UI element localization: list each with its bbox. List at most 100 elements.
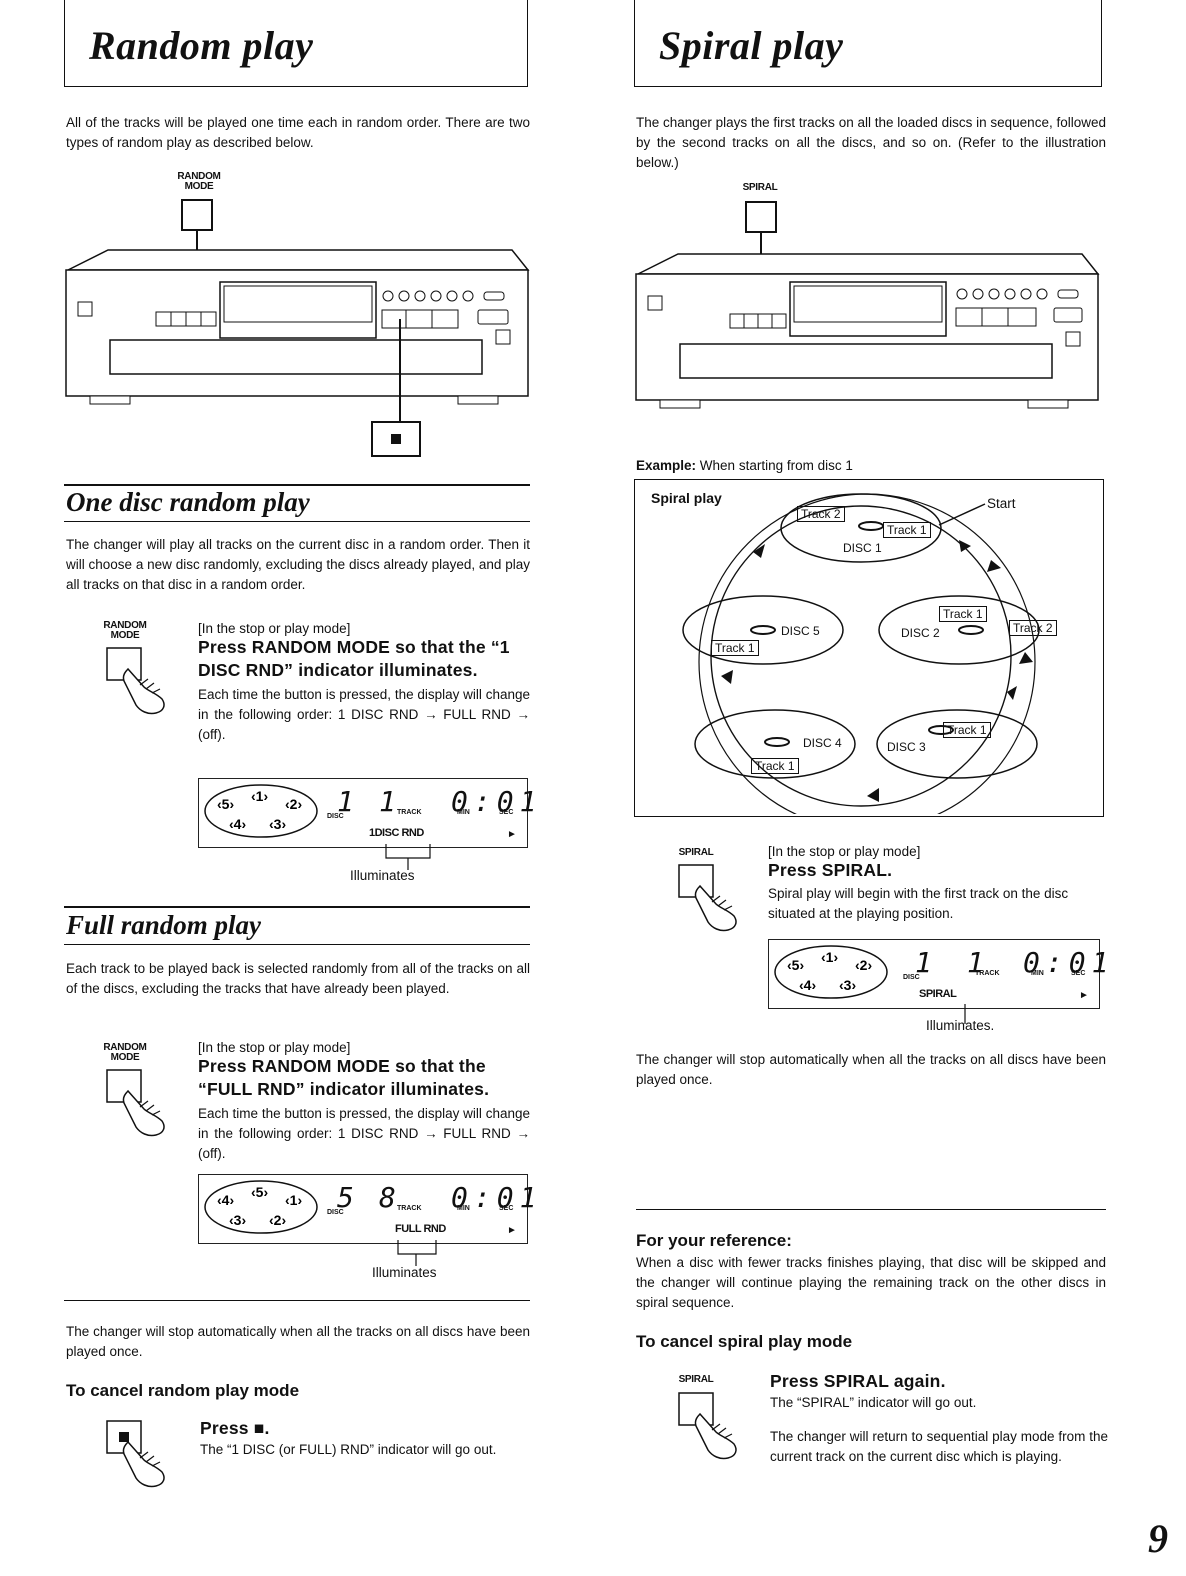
example-text: When starting from disc 1 xyxy=(699,458,853,473)
svg-text:‹4›: ‹4› xyxy=(229,816,246,832)
illuminates-caption: Illuminates xyxy=(350,868,415,883)
illuminates-bracket xyxy=(397,1240,437,1266)
reference-body: When a disc with fewer tracks finishes p… xyxy=(636,1255,1106,1310)
illuminates-caption: Illuminates xyxy=(372,1265,437,1280)
lcd-track-number: 8 xyxy=(379,1181,402,1214)
lcd-time: 0:01 xyxy=(451,1181,543,1214)
device-spiral-label: SPIRAL xyxy=(742,182,778,193)
lcd-label-sec: SEC xyxy=(499,809,514,816)
button-label-spiral: SPIRAL xyxy=(678,847,714,858)
hand-press-icon xyxy=(106,1069,165,1137)
section-rule xyxy=(64,1300,530,1301)
mode-note: [In the stop or play mode] xyxy=(768,844,921,859)
lcd-label-sec: SEC xyxy=(499,1205,514,1212)
lcd-indicator-spiral: SPIRAL xyxy=(919,988,957,1000)
cancel-spiral-detail-2: The changer will return to sequential pl… xyxy=(770,1429,1108,1464)
cancel-spiral-detail-1: The “SPIRAL” indicator will go out. xyxy=(770,1395,977,1410)
section-rule xyxy=(64,944,530,945)
illuminates-caption: Illuminates. xyxy=(926,1018,995,1033)
cancel-spiral-heading: To cancel spiral play mode xyxy=(636,1332,853,1351)
svg-text:‹3›: ‹3› xyxy=(839,977,856,993)
spiral-instruction-block: [In the stop or play mode] Press SPIRAL.… xyxy=(768,844,1106,924)
disc-5-label: DISC 5 xyxy=(781,624,820,638)
lcd-disc-number: 1 xyxy=(915,946,938,979)
illuminates-bracket xyxy=(385,844,431,870)
lcd-time: 0:01 xyxy=(451,785,543,818)
lcd-label-disc: DISC xyxy=(327,1209,344,1216)
lcd-disc-number: 1 xyxy=(337,785,360,818)
instruction-text: Press SPIRAL. xyxy=(768,860,893,880)
random-stop-note: The changer will stop automatically when… xyxy=(66,1324,530,1359)
disc-2-label: DISC 2 xyxy=(901,626,940,640)
track-2-tag: Track 2 xyxy=(1009,620,1057,636)
section-rule xyxy=(64,906,530,908)
spiral-stop-note: The changer will stop automatically when… xyxy=(636,1052,1106,1087)
section-rule xyxy=(636,1209,1106,1210)
hand-press-icon xyxy=(678,864,737,932)
spiral-path-graphic xyxy=(682,493,1040,814)
section-rule xyxy=(64,521,530,522)
full-random-instruction-block: [In the stop or play mode] Press RANDOM … xyxy=(198,1040,530,1164)
disc-carousel-icon: ‹4› ‹5› ‹1› ‹3› ‹2› xyxy=(204,1180,318,1234)
random-intro: All of the tracks will be played one tim… xyxy=(66,115,530,150)
instruction-text: Press RANDOM MODE so that the “1 DISC RN… xyxy=(198,637,510,680)
cancel-spiral-block: Press SPIRAL again. The “SPIRAL” indicat… xyxy=(770,1370,1108,1467)
lcd-display-one-disc: ‹5› ‹1› ‹2› ‹4› ‹3› 1 1 0:01 DISC TRACK … xyxy=(198,778,536,848)
instruction-detail: Each time the button is pressed, the dis… xyxy=(198,687,530,742)
mode-note: [In the stop or play mode] xyxy=(198,1040,351,1055)
spiral-diagram-title: Spiral play xyxy=(651,490,722,506)
lcd-indicator-full-rnd: FULL RND xyxy=(395,1223,446,1235)
disc-4-label: DISC 4 xyxy=(803,736,842,750)
track-2-tag: Track 2 xyxy=(797,506,845,522)
reference-heading: For your reference: xyxy=(636,1231,792,1250)
instruction-detail: Spiral play will begin with the first tr… xyxy=(768,886,1069,921)
lcd-display-spiral: ‹5› ‹1› ‹2› ‹4› ‹3› 1 1 0:01 DISC TRACK … xyxy=(768,939,1108,1009)
illuminates-pointer xyxy=(964,1004,966,1024)
lcd-label-track: TRACK xyxy=(975,970,1000,977)
track-1-tag: Track 1 xyxy=(943,722,991,738)
full-random-body: Each track to be played back is selected… xyxy=(66,961,530,996)
lcd-label-track: TRACK xyxy=(397,809,422,816)
disc-1-label: DISC 1 xyxy=(843,541,882,555)
lcd-indicator-1disc-rnd: 1DISC RND xyxy=(369,827,424,839)
svg-text:‹5›: ‹5› xyxy=(251,1184,268,1200)
lcd-track-number: 1 xyxy=(967,946,990,979)
disc-carousel-icon: ‹5› ‹1› ‹2› ‹4› ‹3› xyxy=(204,784,318,838)
lcd-label-sec: SEC xyxy=(1071,970,1086,977)
disc-carousel-icon: ‹5› ‹1› ‹2› ‹4› ‹3› xyxy=(774,945,888,999)
page-title-spiral-play: Spiral play xyxy=(659,23,844,68)
example-line: Example: When starting from disc 1 xyxy=(636,458,853,473)
lcd-display-full-random: ‹4› ‹5› ‹1› ‹3› ‹2› 5 8 0:01 DISC TRACK … xyxy=(198,1174,536,1244)
svg-text:‹2›: ‹2› xyxy=(285,796,302,812)
lcd-play-icon: ► xyxy=(507,1225,517,1236)
svg-text:‹5›: ‹5› xyxy=(787,957,804,973)
svg-text:‹4›: ‹4› xyxy=(799,977,816,993)
button-label-spiral: SPIRAL xyxy=(678,1374,714,1385)
hand-press-icon xyxy=(106,647,165,715)
right-title-box: Spiral play xyxy=(634,0,1102,87)
lcd-label-track: TRACK xyxy=(397,1205,422,1212)
cancel-random-heading: To cancel random play mode xyxy=(66,1381,300,1400)
one-disc-body: The changer will play all tracks on the … xyxy=(66,537,530,592)
lcd-disc-number: 5 xyxy=(337,1181,360,1214)
page-title-random-play: Random play xyxy=(89,23,314,68)
svg-text:‹4›: ‹4› xyxy=(217,1192,234,1208)
mode-note: [In the stop or play mode] xyxy=(198,621,351,636)
section-heading-one-disc: One disc random play xyxy=(66,487,310,517)
svg-text:‹3›: ‹3› xyxy=(269,816,286,832)
spiral-start-label: Start xyxy=(987,496,1016,511)
spiral-diagram: Spiral play Start Track 2 Track 1 DI xyxy=(634,479,1104,817)
one-disc-instruction-block: [In the stop or play mode] Press RANDOM … xyxy=(198,621,530,745)
device-random-mode-label: RANDOM MODE xyxy=(177,171,221,192)
cd-changer-illustration-left xyxy=(65,199,530,457)
cd-changer-illustration-right xyxy=(635,201,1100,409)
left-title-box: Random play xyxy=(64,0,528,87)
button-label-random-mode: RANDOM MODE xyxy=(103,620,147,641)
lcd-track-number: 1 xyxy=(379,785,402,818)
svg-text:‹1›: ‹1› xyxy=(251,788,268,804)
section-rule xyxy=(64,484,530,486)
track-1-tag: Track 1 xyxy=(939,606,987,622)
svg-text:‹2›: ‹2› xyxy=(269,1212,286,1228)
stop-button-press-icon xyxy=(106,1420,165,1488)
cancel-random-detail: The “1 DISC (or FULL) RND” indicator wil… xyxy=(200,1442,497,1457)
